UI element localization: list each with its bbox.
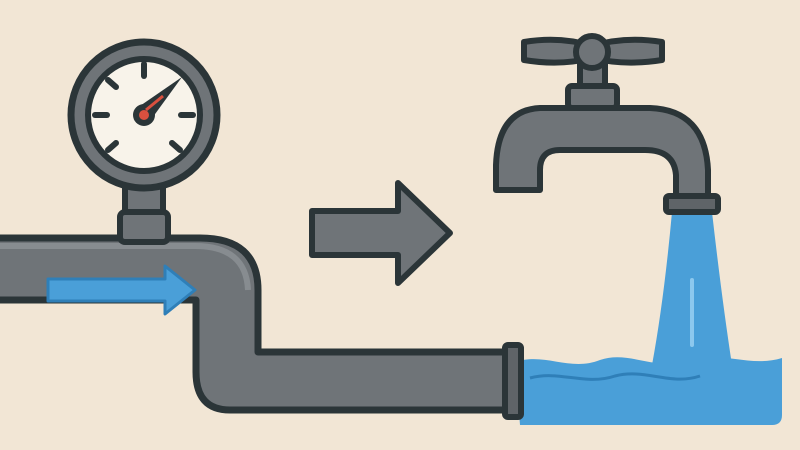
flow-arrow-icon xyxy=(46,264,197,316)
direction-arrow-icon xyxy=(309,180,453,286)
water-pool-icon xyxy=(515,356,782,425)
faucet-icon xyxy=(493,33,721,215)
water-wave xyxy=(529,372,701,381)
pressure-gauge-icon xyxy=(67,38,221,245)
